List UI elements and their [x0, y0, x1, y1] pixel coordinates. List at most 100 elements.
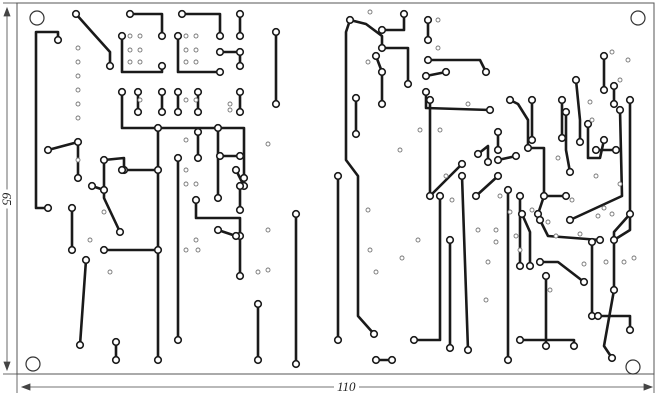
pad — [173, 107, 183, 117]
hole — [555, 155, 561, 161]
pad — [377, 25, 387, 35]
pad — [565, 215, 575, 225]
hole — [87, 237, 93, 243]
trace — [508, 98, 530, 150]
trace — [176, 34, 222, 74]
pad — [157, 87, 167, 97]
pad — [111, 337, 121, 347]
pad — [493, 145, 503, 155]
pad — [611, 145, 621, 155]
pad — [565, 167, 575, 177]
pad — [75, 340, 85, 350]
pad — [463, 345, 473, 355]
trace — [128, 12, 164, 38]
hole — [617, 181, 623, 187]
hole — [265, 227, 271, 233]
pad — [583, 119, 593, 129]
trace — [520, 212, 532, 268]
hole — [183, 33, 189, 39]
hole — [593, 173, 599, 179]
pad — [387, 355, 397, 365]
pad — [235, 9, 245, 19]
pad — [67, 203, 77, 213]
hole — [609, 49, 615, 55]
pad — [515, 335, 525, 345]
hole — [581, 261, 587, 267]
hole — [631, 255, 637, 261]
hole — [437, 127, 443, 133]
hole — [75, 45, 81, 51]
pad — [457, 159, 467, 169]
hole — [415, 237, 421, 243]
hole — [603, 259, 609, 265]
trace — [78, 258, 88, 347]
pad — [571, 75, 581, 85]
trace — [424, 90, 492, 112]
pad — [351, 129, 361, 139]
pad — [377, 43, 387, 53]
pad — [111, 355, 121, 365]
pad — [399, 9, 409, 19]
hole — [465, 101, 471, 107]
pad — [569, 341, 579, 351]
pad — [599, 51, 609, 61]
pad — [43, 145, 53, 155]
hole — [183, 167, 189, 173]
hole — [137, 33, 143, 39]
pad — [511, 151, 521, 161]
pad — [377, 67, 387, 77]
pad — [471, 191, 481, 201]
hole — [75, 73, 81, 79]
mounting-hole-top-left — [29, 10, 45, 26]
hole — [601, 205, 607, 211]
pad — [517, 209, 527, 219]
pad — [215, 67, 225, 77]
hole — [183, 47, 189, 53]
pad — [125, 9, 135, 19]
hole — [609, 211, 615, 217]
pad — [153, 165, 163, 175]
hole — [137, 47, 143, 53]
hole — [545, 219, 551, 225]
pad — [157, 61, 167, 71]
hole — [577, 231, 583, 237]
pad — [523, 143, 533, 153]
pad — [351, 93, 361, 103]
hole — [435, 17, 441, 23]
pad — [435, 191, 445, 201]
pad — [371, 51, 381, 61]
pad — [607, 353, 617, 363]
pad — [153, 245, 163, 255]
hole — [493, 227, 499, 233]
hole — [569, 197, 575, 203]
hole — [397, 147, 403, 153]
hole — [367, 9, 373, 15]
hole — [365, 207, 371, 213]
mounting-hole-bottom-left — [25, 356, 41, 372]
pad — [485, 105, 495, 115]
pad — [557, 133, 567, 143]
pad — [557, 95, 567, 105]
pad — [473, 149, 483, 159]
trace — [180, 12, 222, 38]
board-outline — [16, 2, 655, 375]
pad — [539, 191, 549, 201]
hole — [513, 233, 519, 239]
pad — [535, 257, 545, 267]
hole — [193, 181, 199, 187]
pad — [505, 95, 515, 105]
pad — [235, 181, 245, 191]
pad — [231, 231, 241, 241]
pad — [493, 127, 503, 137]
pad — [99, 155, 109, 165]
trace — [194, 198, 242, 238]
pad — [561, 191, 571, 201]
pad — [173, 87, 183, 97]
hole — [529, 207, 535, 213]
pad — [609, 235, 619, 245]
pad — [515, 261, 525, 271]
hole — [435, 45, 441, 51]
trace — [568, 108, 624, 222]
height-arrow-top — [3, 6, 11, 17]
pad — [541, 271, 551, 281]
